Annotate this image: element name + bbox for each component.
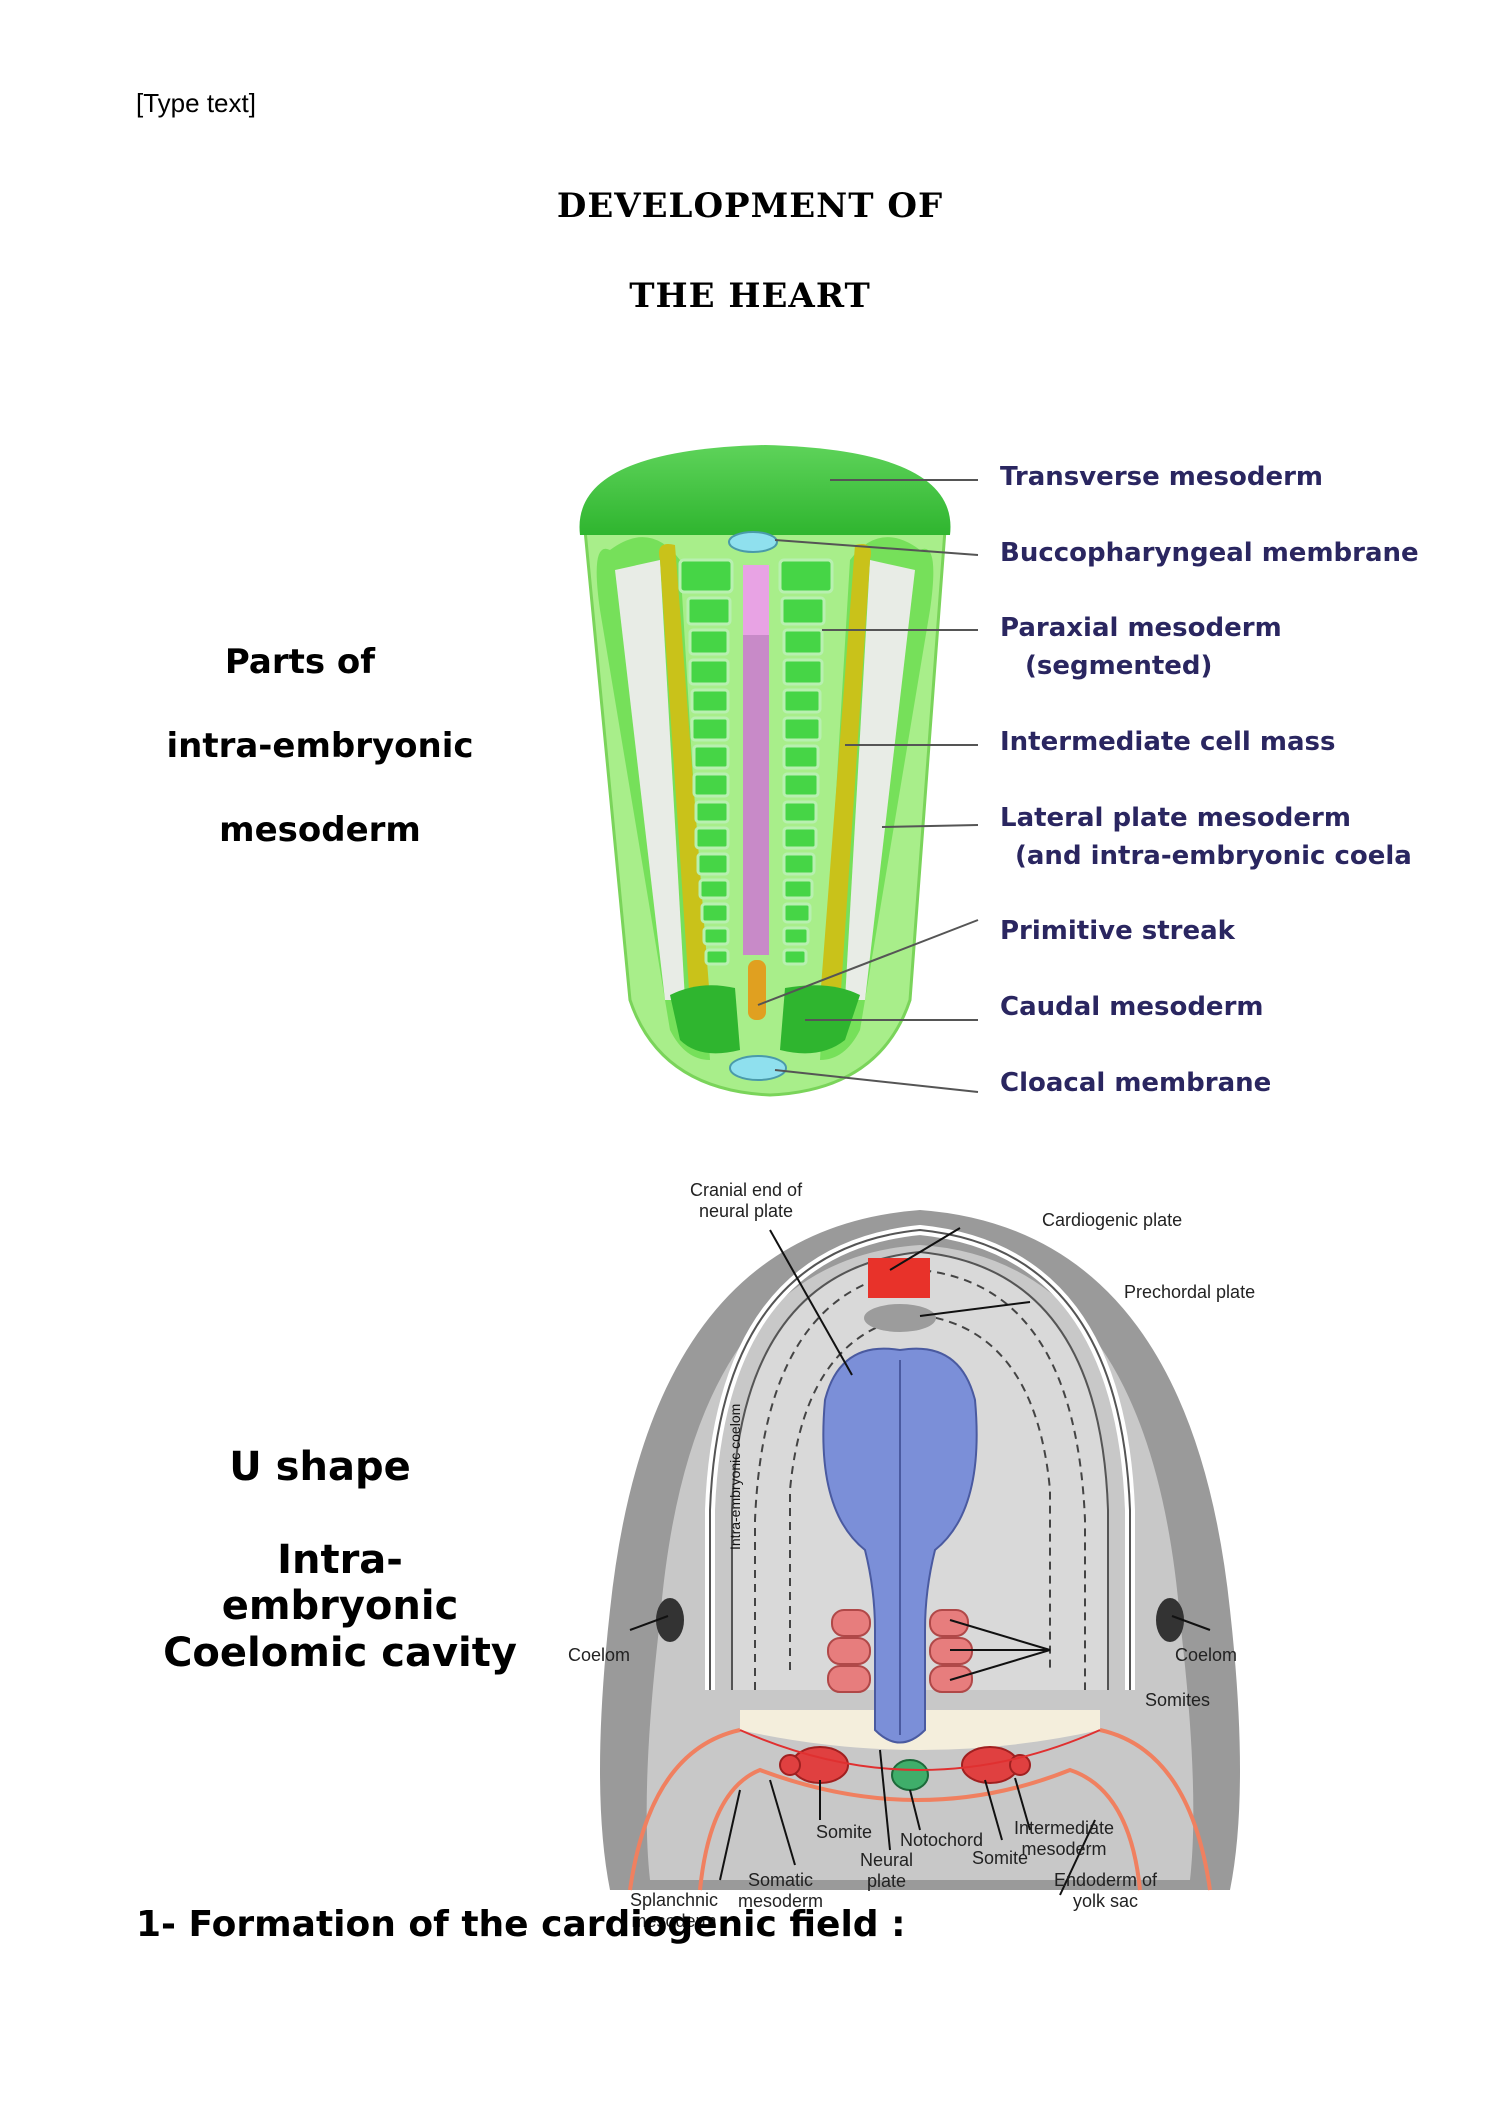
label-somites: Somites xyxy=(1145,1690,1211,1710)
label-neural-plate-line1: Neural xyxy=(860,1850,914,1870)
label-cranial-end: Cranial end of neural plate xyxy=(690,1180,802,1222)
label-intermediate-line1: Intermediate xyxy=(1014,1818,1115,1838)
figure2-caption-line1: U shape xyxy=(229,1444,411,1490)
label-coelom-left: Coelom xyxy=(568,1645,631,1665)
label-cranial-end-line2: neural plate xyxy=(699,1201,794,1221)
label-lateral-plate-mesoderm: Lateral plate mesoderm xyxy=(1000,803,1351,833)
label-caudal-mesoderm: Caudal mesoderm xyxy=(1000,992,1264,1022)
label-transverse-mesoderm: Transverse mesoderm xyxy=(1000,462,1324,492)
section-heading: 1- Formation of the cardiogenic field : xyxy=(136,1904,906,1945)
label-somatic-mesoderm: Somatic mesoderm xyxy=(738,1870,823,1912)
figure1-caption-line1: Parts of xyxy=(224,642,376,682)
label-endoderm-yolk-sac: Endoderm of yolk sac xyxy=(1054,1870,1157,1912)
intra-embryonic-coelom-text: Intra-embryonic coelom xyxy=(727,1404,743,1550)
label-splanchnic-mesoderm: Splanchnic mesoderm xyxy=(630,1890,718,1932)
page-title-line1: DEVELOPMENT OF xyxy=(556,186,944,226)
label-splanchnic-line1: Splanchnic xyxy=(630,1890,719,1910)
label-endoderm-line1: Endoderm of xyxy=(1054,1870,1158,1890)
label-cardiogenic-plate: Cardiogenic plate xyxy=(1042,1210,1183,1230)
header-placeholder-text: [Type text] xyxy=(136,88,256,118)
label-cloacal-membrane: Cloacal membrane xyxy=(1000,1068,1272,1098)
label-buccopharyngeal-membrane: Buccopharyngeal membrane xyxy=(1000,538,1419,568)
label-coelom-right: Coelom xyxy=(1175,1645,1238,1665)
coelom-diagram: Intra-embryonic coelom xyxy=(600,1210,1240,1896)
figure1-caption-line2: intra-embryonic xyxy=(166,726,474,766)
label-somite-right: Somite xyxy=(972,1848,1029,1868)
label-neural-plate: Neural plate xyxy=(860,1850,913,1892)
figure2-caption-line3: Coelomic cavity xyxy=(163,1630,517,1676)
label-splanchnic-line2: mesoderm xyxy=(631,1911,717,1931)
label-intermediate-line2: mesoderm xyxy=(1021,1839,1107,1859)
page-title-line2: THE HEART xyxy=(629,276,871,316)
label-prechordal-plate: Prechordal plate xyxy=(1124,1282,1256,1302)
label-intermediate-cell-mass: Intermediate cell mass xyxy=(1000,727,1336,757)
figure1-caption-line3: mesoderm xyxy=(219,810,421,850)
figure2-caption-line2: Intra-embryonic xyxy=(221,1537,459,1629)
label-segmented: (segmented) xyxy=(1025,651,1213,681)
label-somatic-line2: mesoderm xyxy=(738,1891,824,1911)
label-somatic-line1: Somatic xyxy=(748,1870,814,1890)
label-cranial-end-line1: Cranial end of xyxy=(690,1180,803,1200)
label-paraxial-mesoderm: Paraxial mesoderm xyxy=(1000,613,1282,643)
label-intermediate-mesoderm: Intermediate mesoderm xyxy=(1014,1818,1114,1860)
label-notochord: Notochord xyxy=(900,1830,984,1850)
mesoderm-diagram xyxy=(579,445,979,1097)
label-endoderm-line2: yolk sac xyxy=(1073,1891,1139,1911)
label-primitive-streak: Primitive streak xyxy=(1000,916,1235,946)
label-somite-left: Somite xyxy=(816,1822,873,1842)
label-intra-embryonic-coelom: (and intra-embryonic coela xyxy=(1015,841,1412,871)
label-neural-plate-line2: plate xyxy=(866,1871,907,1891)
